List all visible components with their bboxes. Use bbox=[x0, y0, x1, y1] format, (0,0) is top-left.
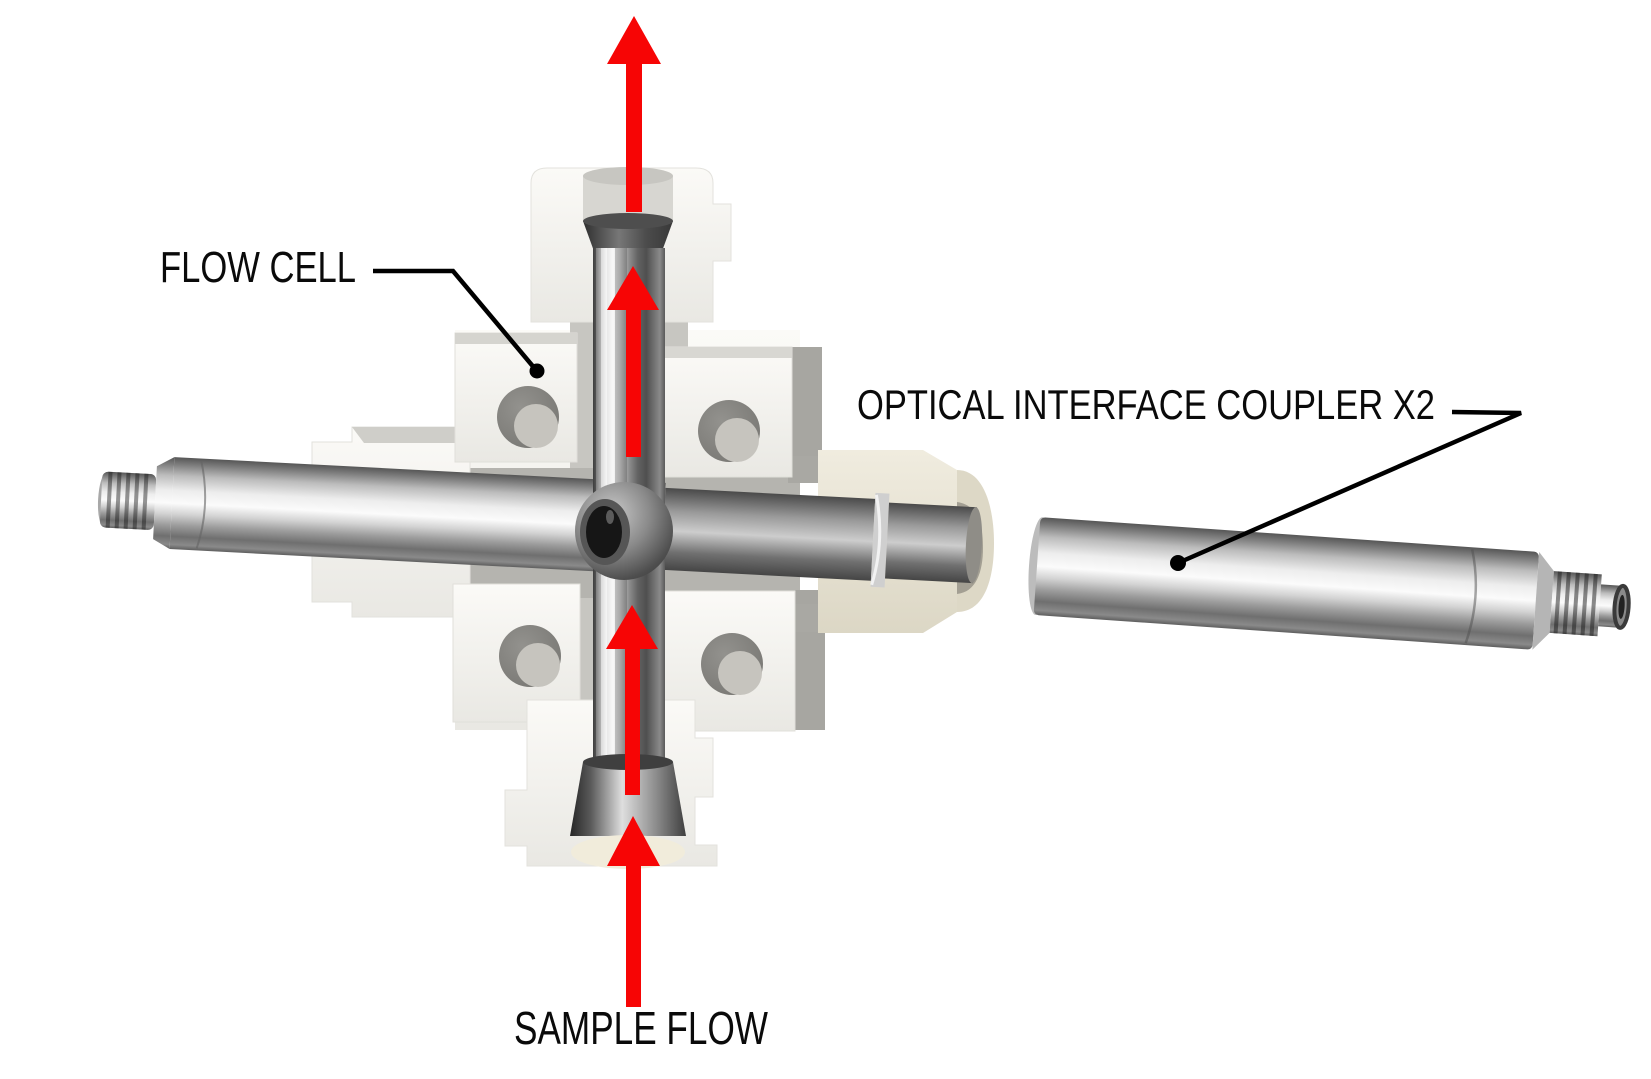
left-rod-barrel bbox=[169, 457, 666, 575]
upper-right-cube-side-face bbox=[792, 347, 822, 475]
top-ferrule bbox=[583, 221, 673, 254]
right-rod-barrel bbox=[1033, 517, 1539, 650]
inlet-arrow-bottom bbox=[607, 816, 660, 1007]
left-rod-nose bbox=[885, 502, 977, 584]
optical-coupler-leader-line bbox=[1177, 409, 1522, 566]
outlet-arrow-top bbox=[607, 16, 661, 212]
gland-step-upper bbox=[788, 456, 822, 483]
top-fitting bbox=[530, 167, 732, 323]
leader-lines bbox=[373, 268, 1522, 566]
flow-arrows bbox=[606, 16, 661, 1007]
left-rod-threads bbox=[99, 471, 157, 530]
optical-coupler-label: OPTICAL INTERFACE COUPLER X2 bbox=[857, 381, 1435, 428]
left-arm-top-shadow bbox=[352, 427, 470, 443]
optical-coupler-detached bbox=[1028, 517, 1631, 650]
flow-cell-leader-line bbox=[373, 268, 538, 372]
mounting-holes bbox=[497, 386, 763, 695]
flow-cell-label: FLOW CELL bbox=[160, 243, 356, 292]
optical-coupler-installed bbox=[97, 457, 983, 588]
inner-tube-arrow-upper bbox=[607, 266, 659, 457]
inner-tube-arrow-lower bbox=[606, 605, 658, 795]
sample-flow-label: SAMPLE FLOW bbox=[514, 1002, 768, 1054]
flow-cell-leader-dot bbox=[529, 363, 545, 379]
optical-coupler-leader-dot bbox=[1170, 555, 1186, 571]
corner-cubes bbox=[452, 332, 796, 732]
left-rod-inner-section bbox=[661, 487, 876, 581]
junction-ball bbox=[575, 482, 673, 580]
junction-side-bore bbox=[586, 506, 622, 558]
